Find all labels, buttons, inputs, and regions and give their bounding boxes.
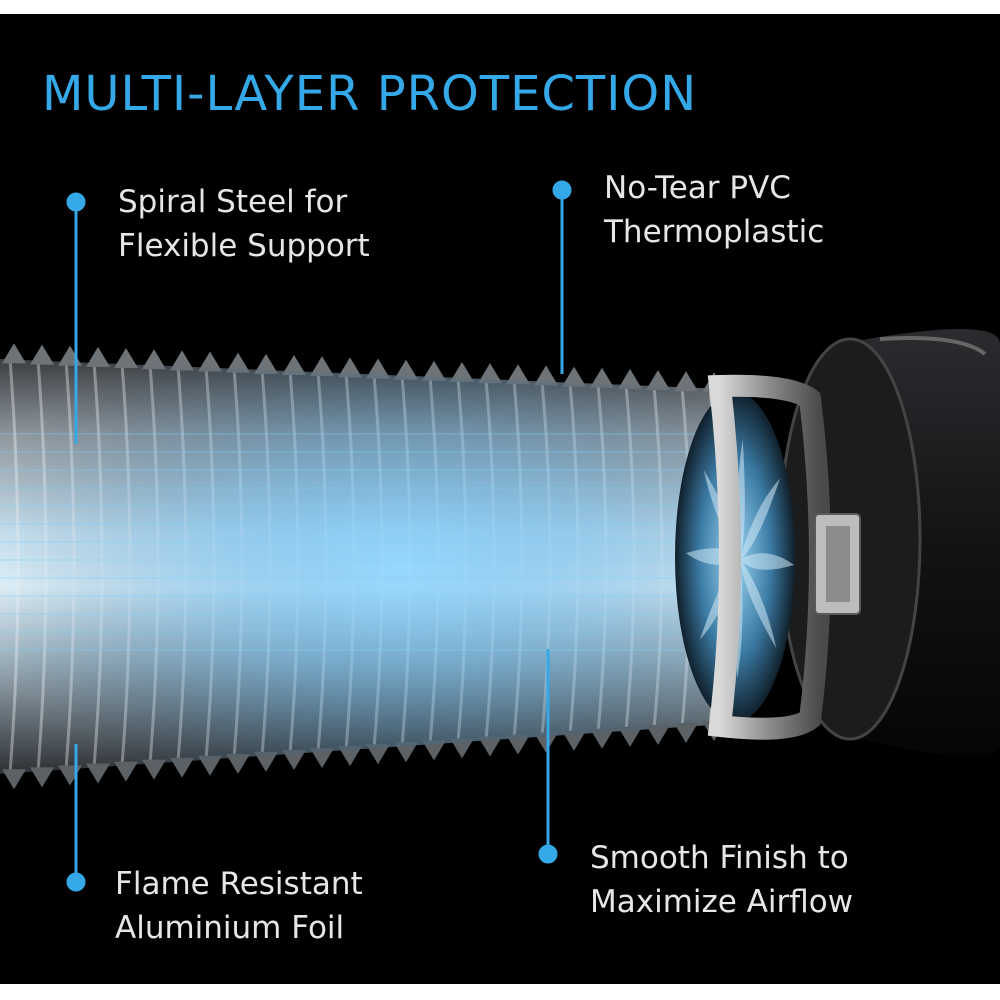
dark-panel: MULTI-LAYER PROTECTION Spiral Steel for … <box>0 14 1000 984</box>
hose-clamp-icon <box>707 374 861 740</box>
callout-line: Flame Resistant <box>115 866 363 902</box>
callout-line: Flexible Support <box>118 228 370 264</box>
callout-line: Spiral Steel for <box>118 184 348 220</box>
callout-label-no-tear-pvc: No-Tear PVC Thermoplastic <box>604 166 824 254</box>
callout-line: Thermoplastic <box>604 214 825 250</box>
callout-label-flame-resistant: Flame Resistant Aluminium Foil <box>115 862 363 950</box>
callout-label-spiral-steel: Spiral Steel for Flexible Support <box>118 180 370 268</box>
callout-label-smooth-finish: Smooth Finish to Maximize Airflow <box>590 836 853 924</box>
duct-tube <box>0 343 760 790</box>
callout-line: No-Tear PVC <box>604 170 791 206</box>
callout-line: Maximize Airflow <box>590 884 854 920</box>
airflow-lines <box>0 433 760 651</box>
page-title: MULTI-LAYER PROTECTION <box>42 66 698 122</box>
callout-line: Smooth Finish to <box>590 840 849 876</box>
callout-line: Aluminium Foil <box>115 910 345 946</box>
